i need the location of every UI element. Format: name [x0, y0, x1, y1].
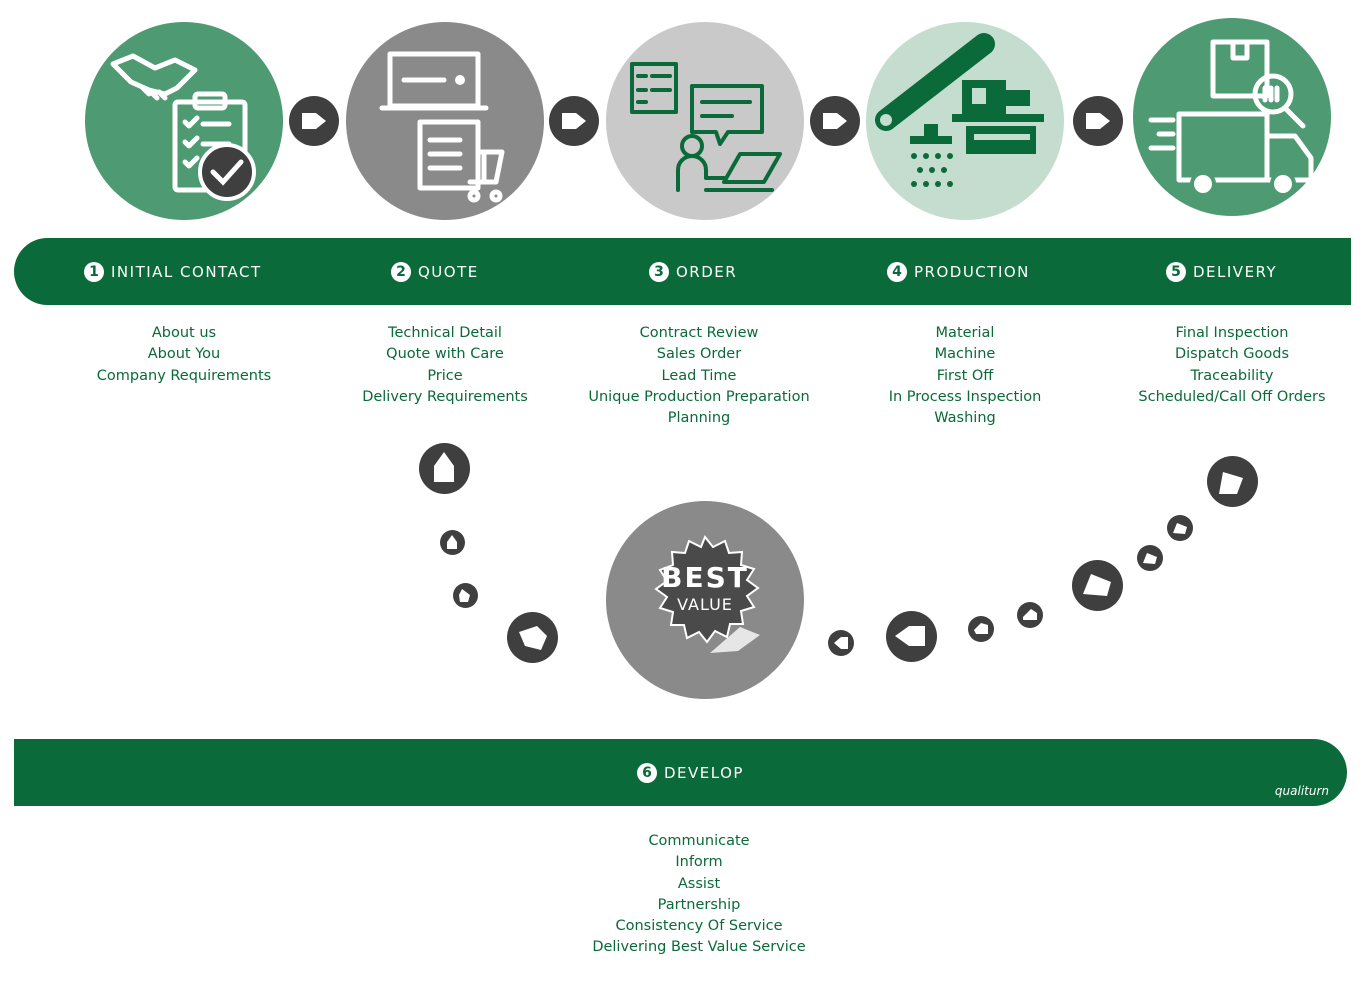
arrow-up-icon: [507, 612, 558, 663]
laptop-cart-icon: [379, 51, 505, 203]
stage-4-items: Material Machine First Off In Process In…: [860, 323, 1070, 429]
stage-5-items: Final Inspection Dispatch Goods Traceabi…: [1122, 323, 1342, 408]
list-item: Dispatch Goods: [1174, 346, 1290, 363]
list-item: Consistency Of Service: [615, 918, 783, 935]
list-item: About You: [147, 346, 221, 363]
list-item: Unique Production Preparation: [588, 388, 810, 405]
stage-1-title: INITIAL CONTACT: [111, 262, 262, 281]
arrow-left-icon: [1017, 602, 1043, 628]
stage-4-circle: [866, 22, 1064, 220]
stage-3-circle: [606, 22, 804, 220]
stage-2-title: QUOTE: [418, 262, 479, 281]
list-item: Delivering Best Value Service: [592, 939, 806, 956]
list-item: About us: [151, 325, 217, 341]
arrow-right-icon: [810, 96, 860, 146]
list-item: Planning: [667, 410, 731, 427]
arrow-right-icon: [549, 96, 599, 146]
process-band: 1 INITIAL CONTACT 2 QUOTE 3 ORDER 4 PRODUCTI…: [14, 238, 1351, 305]
step-number: 3: [649, 261, 669, 282]
stage-2-circle: [346, 22, 544, 220]
stage-5-header: 5 DELIVERY: [1166, 238, 1277, 305]
badge-line-2: VALUE: [677, 595, 733, 614]
delivery-truck-icon: [1148, 39, 1314, 197]
list-item: Final Inspection: [1175, 325, 1289, 341]
list-item: First Off: [936, 367, 994, 384]
step-number: 2: [391, 261, 411, 282]
arrow-left-icon: [886, 611, 937, 662]
arrow-up-icon: [453, 583, 478, 608]
stage-3-header: 3 ORDER: [649, 238, 737, 305]
list-item: In Process Inspection: [888, 388, 1042, 405]
stage-1-header: 1 INITIAL CONTACT: [84, 238, 262, 305]
arrow-up-icon: [440, 530, 465, 555]
list-item: Partnership: [657, 896, 741, 913]
list-item: Contract Review: [639, 325, 759, 341]
arrow-left-icon: [1137, 545, 1163, 571]
best-value-seal-icon: [654, 535, 760, 653]
stage-6-header: 6 DEVELOP: [637, 739, 744, 806]
list-item: Sales Order: [656, 346, 742, 363]
arrow-left-icon: [968, 616, 994, 642]
stage-3-title: ORDER: [676, 262, 738, 281]
list-item: Scheduled/Call Off Orders: [1138, 388, 1326, 405]
stage-2-header: 2 QUOTE: [391, 238, 479, 305]
stage-6-title: DEVELOP: [664, 763, 744, 782]
arrow-left-icon: [1167, 515, 1193, 541]
handshake-clipboard-icon: [110, 53, 256, 201]
production-machine-icon: [875, 33, 1044, 187]
develop-band: 6 DEVELOP qualiturn: [14, 739, 1347, 806]
arrow-left-icon: [1072, 560, 1123, 611]
stage-2-items: Technical Detail Quote with Care Price D…: [335, 323, 555, 408]
order-chat-icon: [630, 62, 782, 192]
stage-5-title: DELIVERY: [1193, 262, 1278, 281]
list-item: Traceability: [1190, 367, 1274, 384]
list-item: Washing: [934, 410, 996, 427]
arrow-left-icon: [828, 630, 854, 656]
best-value-circle: BEST VALUE: [606, 501, 804, 699]
stage-5-circle: [1133, 18, 1331, 216]
stage-1-circle: [85, 22, 283, 220]
arrow-right-icon: [1073, 96, 1123, 146]
brand-logo: qualiturn: [1274, 784, 1329, 798]
list-item: Communicate: [648, 833, 750, 849]
list-item: Company Requirements: [96, 367, 272, 384]
list-item: Inform: [675, 854, 723, 871]
arrow-up-icon: [419, 443, 470, 494]
step-number: 4: [887, 261, 907, 282]
arrow-right-icon: [289, 96, 339, 146]
stage-1-items: About us About You Company Requirements: [84, 323, 284, 387]
stage-4-title: PRODUCTION: [914, 262, 1030, 281]
list-item: Material: [935, 325, 995, 341]
list-item: Price: [427, 367, 463, 384]
list-item: Machine: [934, 346, 996, 363]
list-item: Lead Time: [661, 367, 737, 384]
stage-3-items: Contract Review Sales Order Lead Time Un…: [574, 323, 824, 429]
badge-line-1: BEST: [661, 561, 749, 594]
step-number: 1: [84, 261, 104, 282]
list-item: Assist: [677, 875, 721, 892]
list-item: Quote with Care: [386, 346, 504, 363]
stage-4-header: 4 PRODUCTION: [887, 238, 1030, 305]
step-number: 6: [637, 762, 657, 783]
arrow-left-icon: [1207, 456, 1258, 507]
develop-items: Communicate Inform Assist Partnership Co…: [574, 831, 824, 959]
list-item: Delivery Requirements: [362, 388, 528, 405]
list-item: Technical Detail: [388, 325, 502, 341]
step-number: 5: [1166, 261, 1186, 282]
